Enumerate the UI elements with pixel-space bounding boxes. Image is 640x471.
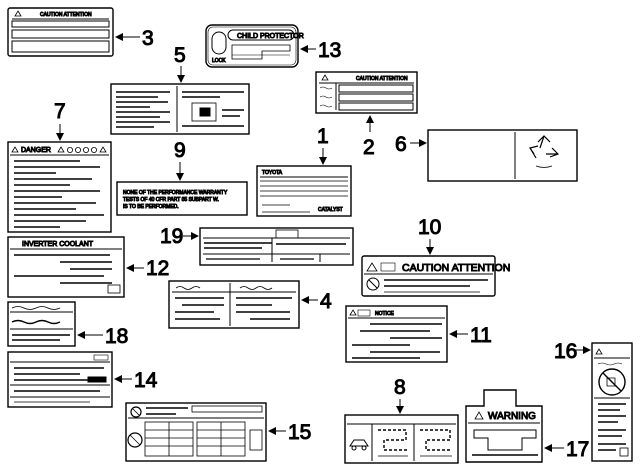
- label-14: [7, 351, 113, 408]
- label-10-heading: CAUTION ATTENTION: [402, 262, 510, 274]
- label-11: NOTICE: [345, 305, 448, 363]
- warning-text: WARNING: [488, 411, 536, 422]
- warning-triangle-icon: [474, 411, 484, 420]
- lock-text: LOCK: [212, 58, 226, 64]
- warning-triangle-icon: [366, 262, 378, 272]
- warranty-line-1: NONE OF THE PERFORMANCE WARRANTY: [123, 190, 228, 196]
- callout-19: 19: [160, 225, 183, 248]
- label-13: LOCK CHILD PROTECTOR: [205, 24, 304, 68]
- callout-9: 9: [174, 139, 186, 162]
- label-8: [344, 414, 459, 464]
- warning-triangle-icon: [321, 74, 329, 81]
- label-10: CAUTION ATTENTION: [361, 255, 511, 297]
- label-3-heading: CAUTION ATTENTION: [40, 12, 92, 18]
- callout-6: 6: [395, 133, 407, 156]
- warning-triangle-icon: [14, 10, 22, 17]
- warranty-line-2: TESTS OF 40 CFR PART 85 SUBPART W.: [123, 197, 219, 203]
- label-18: [7, 301, 76, 347]
- label-17: WARNING: [465, 389, 543, 463]
- label-4: [168, 280, 300, 329]
- warning-triangle-icon: [595, 348, 603, 355]
- callout-7: 7: [54, 100, 66, 123]
- callout-11: 11: [470, 324, 492, 347]
- label-5: [110, 83, 250, 135]
- danger-text: DANGER: [21, 147, 51, 154]
- child-protector-text: CHILD PROTECTOR: [237, 33, 304, 40]
- callout-17: 17: [566, 438, 589, 461]
- recycle-icon: [529, 135, 560, 168]
- callout-13: 13: [318, 39, 341, 62]
- callout-3: 3: [142, 27, 154, 50]
- label-3: CAUTION ATTENTION: [7, 7, 114, 57]
- label-7: DANGER: [7, 141, 112, 233]
- label-2: CAUTION ATTENTION: [315, 71, 418, 114]
- callout-14: 14: [134, 369, 158, 392]
- catalyst-text: CATALYST: [318, 207, 343, 213]
- callout-18: 18: [105, 325, 128, 348]
- label-12: INVERTER COOLANT: [7, 236, 125, 298]
- warranty-line-3: IS TO BE PERFORMED.: [123, 204, 179, 210]
- label-1: TOYOTA CATALYST: [256, 165, 352, 217]
- callout-5: 5: [174, 44, 186, 67]
- car-icon: [349, 439, 369, 451]
- callout-8: 8: [394, 376, 406, 399]
- callout-16: 16: [554, 340, 577, 363]
- callout-1: 1: [317, 125, 329, 148]
- label-6: [427, 129, 578, 182]
- label-2-heading: CAUTION ATTENTION: [356, 76, 408, 82]
- label-9: NONE OF THE PERFORMANCE WARRANTY TESTS O…: [116, 181, 248, 216]
- label-16: [591, 342, 633, 462]
- callout-2: 2: [363, 136, 375, 159]
- notice-text: NOTICE: [375, 311, 395, 317]
- no-child-seat-icon: [598, 368, 626, 396]
- inverter-coolant-text: INVERTER COOLANT: [22, 241, 94, 248]
- label-15: [125, 402, 267, 462]
- callout-12: 12: [146, 257, 169, 280]
- warning-triangle-icon: [349, 309, 357, 316]
- label-19: [199, 227, 354, 266]
- callout-10: 10: [418, 216, 441, 239]
- warning-triangle-icon: [11, 146, 19, 153]
- callout-4: 4: [320, 290, 332, 313]
- callout-15: 15: [288, 421, 311, 444]
- toyota-text: TOYOTA: [262, 170, 283, 176]
